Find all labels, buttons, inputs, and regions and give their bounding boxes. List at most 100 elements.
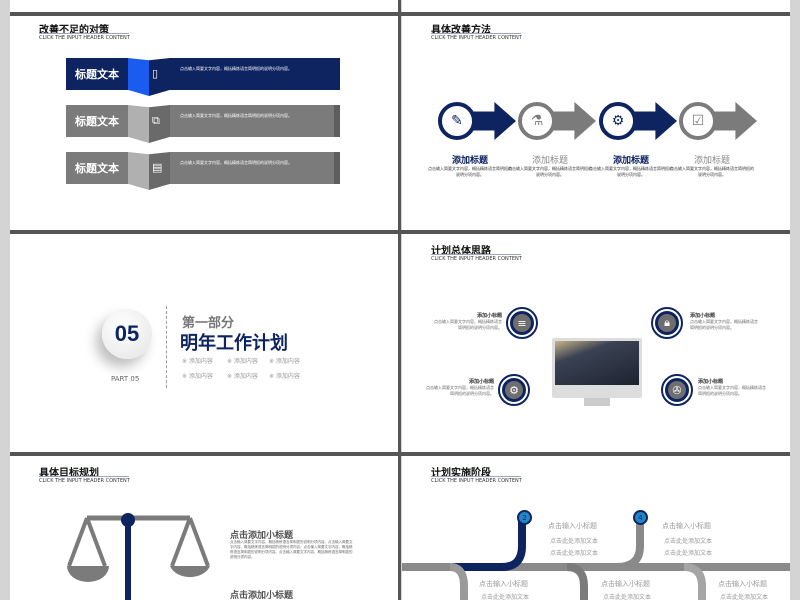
- phase-line: 点击此处添加文本: [664, 550, 713, 557]
- slide-subtitle: CLICK THE INPUT HEADER CONTENT: [431, 35, 522, 41]
- scale-icon: [67, 513, 210, 600]
- row-fold: [128, 152, 170, 190]
- title-underline: [431, 254, 521, 255]
- note-title: 添加小标题: [476, 313, 502, 319]
- phase-title: 点击输入小标题: [718, 580, 767, 588]
- row-fold: [128, 105, 170, 143]
- step-title: 添加标题: [531, 156, 568, 166]
- note-text: 点击输入简要文字内容，概括精炼语言简明扼的说明分项内容。: [698, 385, 766, 396]
- note-title: 添加小标题: [698, 379, 724, 385]
- phase-line: 点击此处添加文本: [481, 594, 530, 600]
- phase-marker-2[interactable]: 2: [517, 510, 532, 525]
- prev-slide-right[interactable]: [402, 0, 790, 12]
- note-ring-1: ≡: [506, 307, 538, 339]
- row-label: 标题文本: [66, 58, 128, 90]
- content-item: ※ 添加内容: [269, 373, 300, 380]
- step-2[interactable]: ⚗: [518, 102, 598, 142]
- goal-text: 点击输入简要文字内容，概括精炼语言简明扼的说明分项内容。点击输入简要文字内容，概…: [230, 540, 353, 559]
- row-fold: [128, 58, 170, 96]
- note-ring-4: ✇: [661, 374, 693, 406]
- slide-part[interactable]: 05 PART 05 第一部分 明年工作计划 ※ 添加内容 ※ 添加内容 ※ 添…: [10, 234, 398, 452]
- slide-subtitle: CLICK THE INPUT HEADER CONTENT: [39, 478, 130, 484]
- step-text-2: 添加标题点击输入简要文字内容，概括精炼语言简明扼的说明分项内容。: [508, 153, 592, 178]
- monitor-stand: [584, 398, 610, 406]
- slide-title: 具体改善方法: [431, 25, 491, 36]
- slide-title: 计划实施阶段: [431, 468, 491, 479]
- phase-title: 点击输入小标题: [479, 580, 528, 588]
- phase-marker-4[interactable]: 4: [633, 510, 648, 525]
- aperture-icon: ✇: [665, 378, 689, 402]
- note-4: 添加小标题点击输入简要文字内容，概括精炼语言简明扼的说明分项内容。: [698, 378, 768, 397]
- note-2: 添加小标题点击输入简要文字内容，概括精炼语言简明扼的说明分项内容。: [690, 312, 760, 331]
- slide-title: 计划总体思路: [431, 246, 491, 257]
- note-3: 添加小标题点击输入简要文字内容，概括精炼语言简明扼的说明分项内容。: [424, 378, 494, 397]
- step-title: 添加标题: [693, 156, 730, 166]
- step-title: 添加标题: [612, 156, 649, 166]
- part-kicker: 第一部分: [182, 316, 235, 331]
- gear-icon: ⚙: [502, 378, 526, 402]
- step-desc: 点击输入简要文字内容，概括精炼语言简明扼的说明分项内容。: [508, 166, 592, 177]
- step-text-3: 添加标题点击输入简要文字内容，概括精炼语言简明扼的说明分项内容。: [589, 153, 673, 178]
- content-item: ※ 添加内容: [269, 358, 300, 365]
- phase-line: 点击此处添加文本: [664, 538, 713, 545]
- note-ring-2: 🔒︎: [651, 307, 683, 339]
- note-title: 添加小标题: [468, 379, 494, 385]
- monitor-image: [552, 338, 642, 398]
- slide-subtitle: CLICK THE INPUT HEADER CONTENT: [431, 478, 522, 484]
- row-text: 点击输入简要文字内容，概括精炼语言简明扼的说明分项内容。: [180, 113, 292, 118]
- phone-dollar-icon: ▯: [152, 67, 159, 80]
- row-text: 点击输入简要文字内容，概括精炼语言简明扼的说明分项内容。: [180, 160, 292, 165]
- goal-title: 点击添加小标题: [230, 531, 294, 541]
- content-item: ※ 添加内容: [182, 373, 213, 380]
- content-item: ※ 添加内容: [227, 358, 258, 365]
- row-label: 标题文本: [66, 152, 128, 184]
- content-item: ※ 添加内容: [182, 358, 213, 365]
- slide-subtitle: CLICK THE INPUT HEADER CONTENT: [431, 256, 522, 262]
- timeline-path: [402, 518, 790, 600]
- prev-slide-left[interactable]: [10, 0, 398, 12]
- step-4[interactable]: ☑: [679, 102, 759, 142]
- step-desc: 点击输入简要文字内容，概括精炼语言简明扼的说明分项内容。: [589, 166, 673, 177]
- slide-improve[interactable]: 改善不足的对策 CLICK THE INPUT HEADER CONTENT 标…: [10, 16, 398, 230]
- slide-subtitle: CLICK THE INPUT HEADER CONTENT: [39, 35, 130, 41]
- step-1[interactable]: ✎: [438, 102, 518, 142]
- gears-icon: ⚙: [599, 102, 637, 140]
- content-item: ※ 添加内容: [227, 373, 258, 380]
- slide-phase[interactable]: 计划实施阶段 CLICK THE INPUT HEADER CONTENT 2 …: [402, 456, 790, 600]
- step-title: 添加标题: [451, 156, 488, 166]
- slide-title: 改善不足的对策: [39, 25, 109, 36]
- slide-goal[interactable]: 具体目标规划 CLICK THE INPUT HEADER CONTENT 点击…: [10, 456, 398, 600]
- lock-icon: 🔒︎: [655, 311, 679, 335]
- note-text: 点击输入简要文字内容，概括精炼语言简明扼的说明分项内容。: [690, 319, 758, 330]
- step-text-1: 添加标题点击输入简要文字内容，概括精炼语言简明扼的说明分项内容。: [428, 153, 512, 178]
- step-3[interactable]: ⚙: [599, 102, 679, 142]
- slide-title: 具体目标规划: [39, 468, 99, 479]
- menu-icon: ≡: [510, 311, 534, 335]
- edit-icon: ✎: [438, 102, 476, 140]
- note-1: 添加小标题点击输入简要文字内容，概括精炼语言简明扼的说明分项内容。: [432, 312, 502, 331]
- goal-title: 点击添加小标题: [230, 591, 294, 600]
- slide-method[interactable]: 具体改善方法 CLICK THE INPUT HEADER CONTENT ✎ …: [402, 16, 790, 230]
- phase-line: 点击此处添加文本: [720, 594, 769, 600]
- phase-line: 点击此处添加文本: [550, 538, 599, 545]
- step-desc: 点击输入简要文字内容，概括精炼语言简明扼的说明分项内容。: [428, 166, 512, 177]
- part-label: PART 05: [111, 375, 140, 383]
- note-ring-3: ⚙: [498, 374, 530, 406]
- title-underline: [431, 33, 521, 34]
- divider: [398, 0, 401, 600]
- clipboard-check-icon: ☑: [679, 102, 717, 140]
- row-label: 标题文本: [66, 105, 128, 137]
- phase-line: 点击此处添加文本: [603, 594, 652, 600]
- flask-icon: ⚗: [518, 102, 556, 140]
- step-text-4: 添加标题点击输入简要文字内容，概括精炼语言简明扼的说明分项内容。: [670, 153, 754, 178]
- part-title: 明年工作计划: [180, 333, 288, 354]
- phase-title: 点击输入小标题: [662, 522, 711, 530]
- dotted-divider: [166, 306, 167, 388]
- phase-line: 点击此处添加文本: [550, 550, 599, 557]
- clipboard-list-icon: ▤: [152, 161, 163, 174]
- slide-overall[interactable]: 计划总体思路 CLICK THE INPUT HEADER CONTENT ≡ …: [402, 234, 790, 452]
- note-text: 点击输入简要文字内容，概括精炼语言简明扼的说明分项内容。: [434, 319, 502, 330]
- note-title: 添加小标题: [690, 313, 716, 319]
- part-number-badge: 05: [102, 309, 152, 359]
- title-underline: [39, 476, 129, 477]
